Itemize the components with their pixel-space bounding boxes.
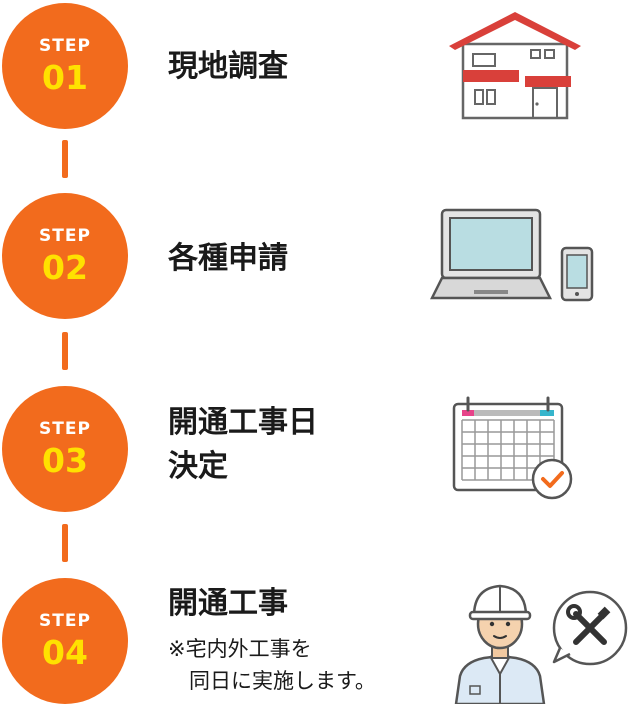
step-note-04: ※宅内外工事を 同日に実施します。 <box>168 637 376 693</box>
step-number: 04 <box>42 633 88 672</box>
step-title-02: 各種申請 <box>168 241 288 276</box>
step-label: STEP <box>39 36 91 56</box>
step-number: 01 <box>42 58 88 97</box>
step-number: 03 <box>42 441 88 480</box>
step-title-03: 開通工事日 決定 <box>168 405 318 484</box>
step-label: STEP <box>39 419 91 439</box>
step-circle-03: STEP 03 <box>2 386 128 512</box>
step-circle-02: STEP 02 <box>2 193 128 319</box>
house-icon <box>449 12 581 120</box>
step-title-01: 現地調査 <box>168 49 288 84</box>
connector <box>62 140 68 178</box>
step-circle-04: STEP 04 <box>2 578 128 704</box>
connector <box>62 524 68 562</box>
step-number: 02 <box>42 248 88 287</box>
connector <box>62 332 68 370</box>
step-circle-01: STEP 01 <box>2 3 128 129</box>
step-title-04: 開通工事 <box>168 586 288 621</box>
calendar-check-icon <box>452 396 573 500</box>
worker-tools-icon <box>454 584 628 704</box>
step-label: STEP <box>39 611 91 631</box>
step-label: STEP <box>39 226 91 246</box>
laptop-phone-icon <box>430 208 594 302</box>
